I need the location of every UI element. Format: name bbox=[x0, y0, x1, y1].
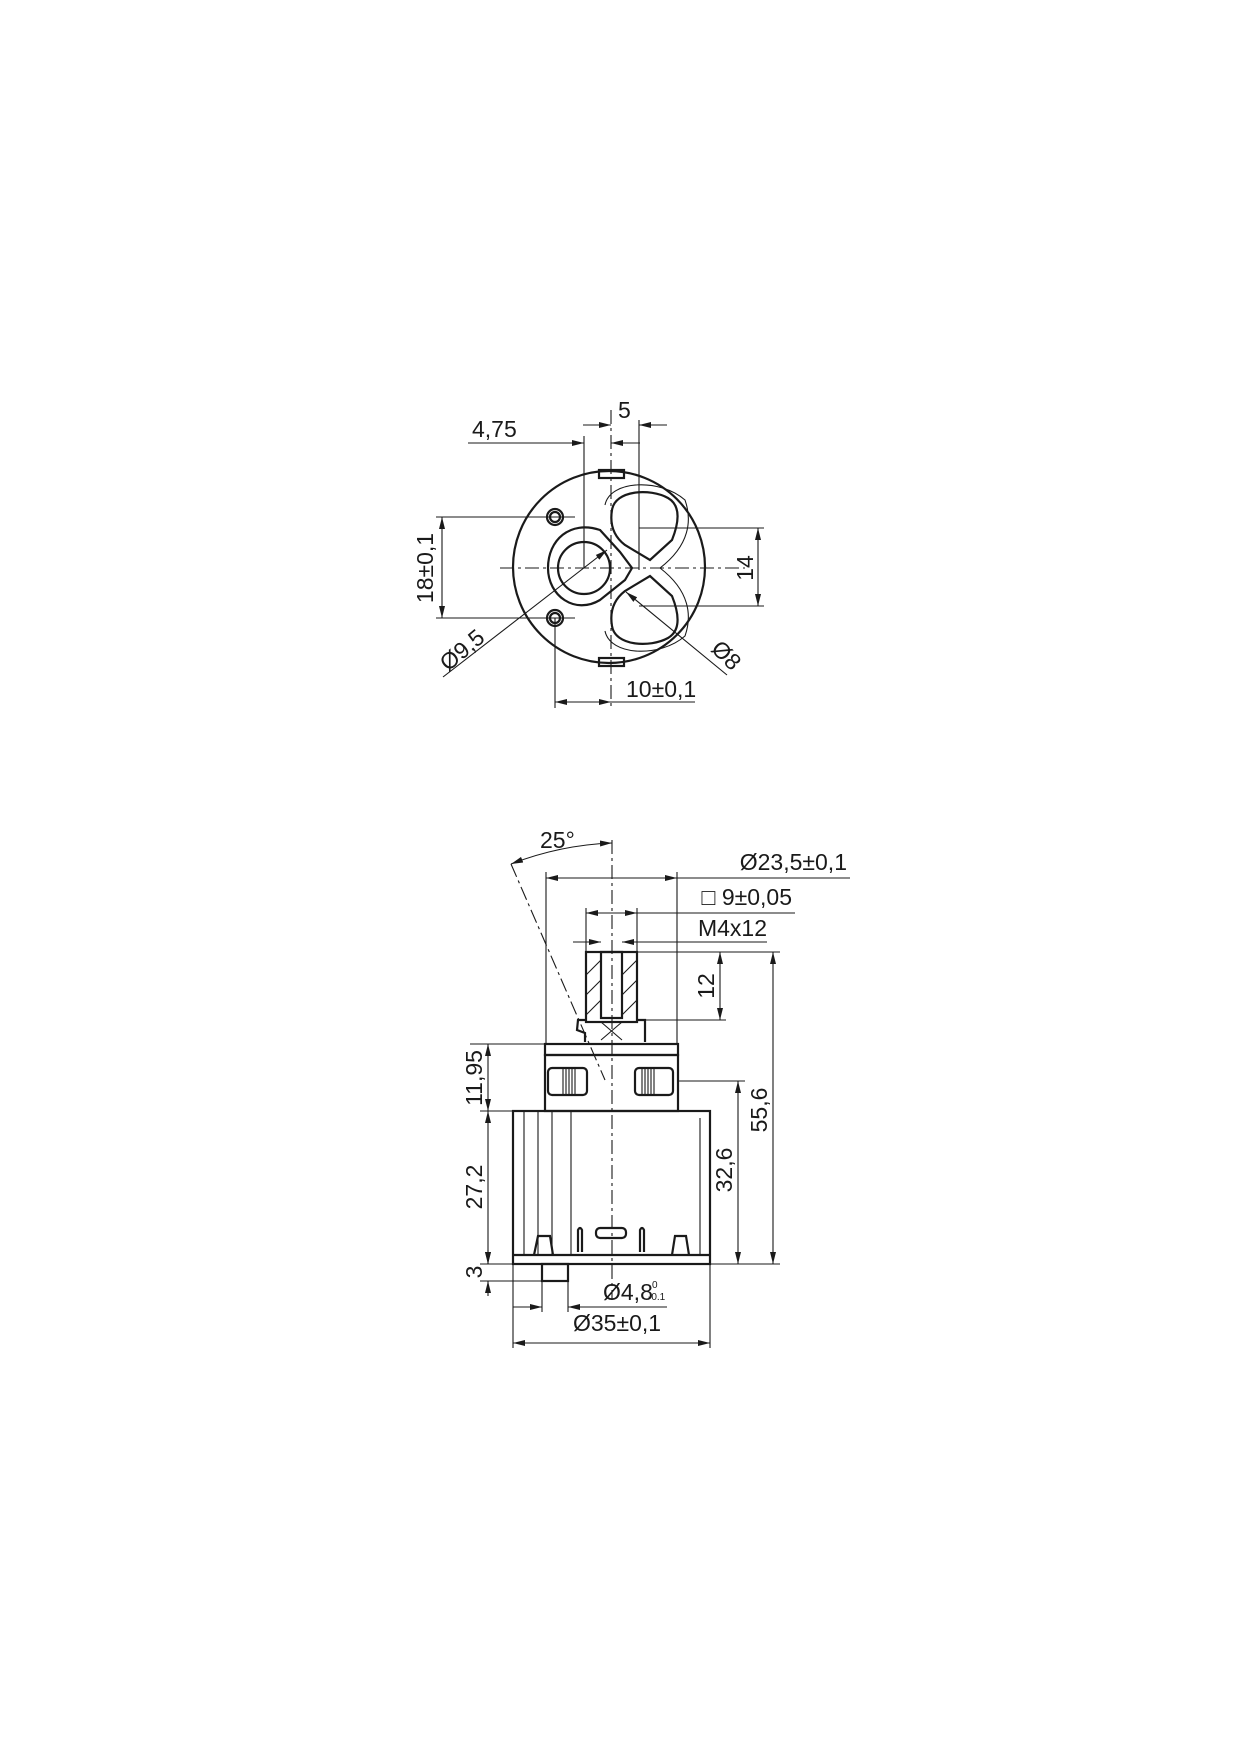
dim-pin-tol-lower: -0.1 bbox=[648, 1292, 666, 1303]
clips bbox=[576, 1226, 646, 1252]
lower-body bbox=[511, 1109, 712, 1266]
outlet-port-upper bbox=[610, 491, 679, 562]
dim-pin-diameter: Ø4,8 bbox=[603, 1279, 653, 1305]
threaded-bore bbox=[599, 950, 624, 1020]
slot bbox=[594, 1226, 628, 1240]
top-notch bbox=[597, 468, 626, 480]
dim-inlet-diameter: Ø9,5 bbox=[435, 624, 490, 676]
dim-stem-height: 12 bbox=[693, 973, 719, 999]
dim-port-spacing: 5 bbox=[618, 397, 631, 423]
side-view: 25° Ø23,5±0,1 □ 9±0,05 M4x12 bbox=[461, 827, 850, 1348]
dim-hole-offset: 10±0,1 bbox=[626, 676, 696, 702]
dim-outlet-diameter: Ø8 bbox=[706, 635, 746, 675]
leader-line bbox=[625, 591, 728, 676]
dim-angle: 25° bbox=[540, 827, 575, 853]
dim-body-height: 27,2 bbox=[461, 1165, 487, 1210]
dim-total-height: 55,6 bbox=[746, 1088, 772, 1133]
inlet-port-seal bbox=[546, 526, 634, 607]
dim-hole-pitch: 18±0,1 bbox=[412, 533, 438, 603]
leader-line bbox=[442, 549, 608, 678]
outlet-port-lower bbox=[610, 574, 679, 645]
dim-port-offset: 4,75 bbox=[472, 416, 517, 442]
tilt-line bbox=[510, 863, 606, 1081]
window-left bbox=[546, 1066, 589, 1097]
dim-pin-tol-upper: 0 bbox=[652, 1280, 658, 1291]
dim-outlet-pitch: 14 bbox=[732, 555, 758, 581]
dim-cap-diameter: Ø23,5±0,1 bbox=[740, 849, 847, 875]
window-right bbox=[633, 1066, 675, 1097]
dim-body-diameter: Ø35±0,1 bbox=[573, 1310, 661, 1336]
spline-ribs bbox=[562, 1069, 655, 1094]
port-seal-outline bbox=[604, 484, 689, 652]
dim-pin-height: 3 bbox=[461, 1266, 487, 1279]
bottom-notch bbox=[597, 656, 626, 668]
dim-thread: M4x12 bbox=[698, 915, 767, 941]
top-view: 5 4,75 18±0,1 14 Ø9,5 Ø8 10±0,1 bbox=[412, 397, 764, 710]
section-hatching bbox=[585, 959, 638, 1041]
body-ribs bbox=[523, 1111, 701, 1255]
dim-cap-height: 11,95 bbox=[461, 1050, 487, 1106]
dim-lower-height: 32,6 bbox=[711, 1148, 737, 1193]
locating-pin bbox=[540, 1262, 570, 1283]
dim-stem-square: □ 9±0,05 bbox=[702, 884, 792, 910]
base-notches bbox=[532, 1234, 691, 1256]
angle-arc bbox=[510, 840, 613, 865]
